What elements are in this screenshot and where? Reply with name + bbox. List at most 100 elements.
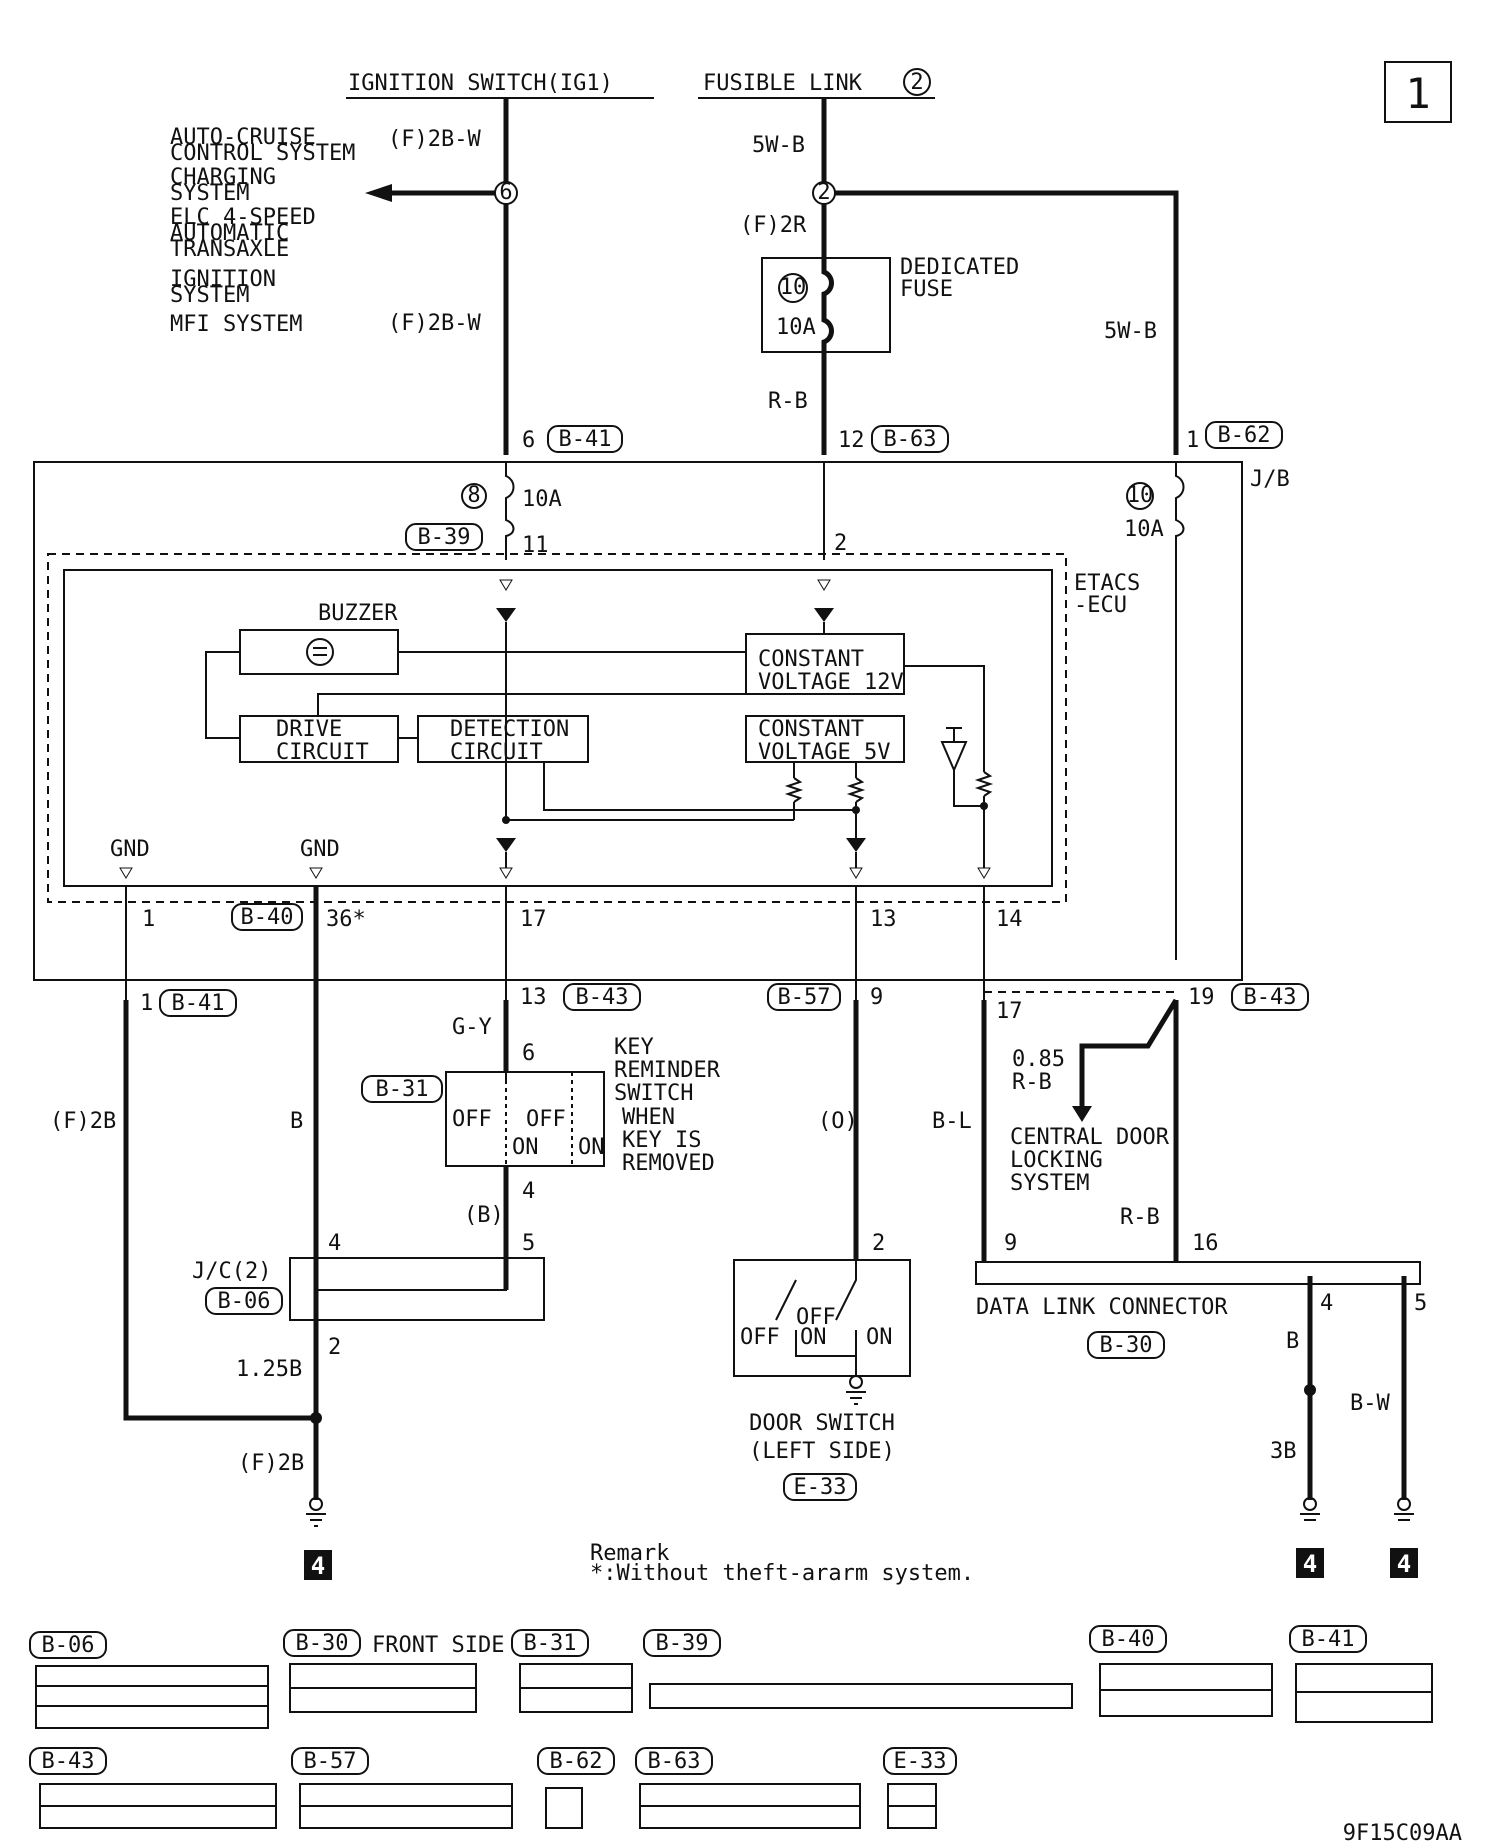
junction-block <box>33 461 1243 981</box>
conn-b06: B-06 <box>218 1289 271 1314</box>
conn-b43: B-43 <box>576 985 629 1010</box>
svg-text:12: 12 <box>838 428 865 453</box>
svg-text:1: 1 <box>140 991 153 1016</box>
svg-text:SYSTEM: SYSTEM <box>170 181 249 206</box>
page-number: 1 <box>1405 69 1430 118</box>
svg-text:2: 2 <box>834 531 847 556</box>
wire-5wb-top: 5W-B <box>752 133 805 158</box>
svg-text:ON: ON <box>800 1325 827 1350</box>
svg-text:4: 4 <box>1303 1550 1317 1578</box>
svg-text:ON: ON <box>866 1325 893 1350</box>
wire-gy: G-Y <box>452 1015 492 1040</box>
svg-text:4: 4 <box>328 1231 341 1256</box>
svg-text:4: 4 <box>522 1179 535 1204</box>
conn-b40: B-40 <box>241 905 294 930</box>
svg-text:OFF: OFF <box>796 1305 836 1330</box>
arrow-to-systems <box>365 184 392 202</box>
view-front-side: FRONT SIDE <box>372 1633 504 1658</box>
conn-b30: B-30 <box>1100 1333 1153 1358</box>
jc-label: J/C(2) <box>192 1259 271 1284</box>
svg-text:ELC 4-SPEED: ELC 4-SPEED <box>170 205 316 230</box>
buzzer-label: BUZZER <box>318 601 398 626</box>
view-b41: B-41 <box>1302 1627 1355 1652</box>
jb-label: J/B <box>1250 467 1290 492</box>
joint-connector <box>289 1257 545 1321</box>
etacs-label: ETACS <box>1074 571 1140 596</box>
dlc-label: DATA LINK CONNECTOR <box>976 1295 1228 1320</box>
dedicated-fuse-label: DEDICATED <box>900 255 1019 280</box>
conn-b41-top: B-41 <box>559 427 612 452</box>
connector-views: B-06 B-30 FRONT SIDE B-31 B-39 B-40 B-41… <box>29 1625 1433 1829</box>
ignition-switch-label: IGNITION SWITCH(IG1) <box>348 71 613 96</box>
wire-bl: B-L <box>932 1109 972 1134</box>
svg-text:SYSTEM: SYSTEM <box>170 283 249 308</box>
svg-text:10A: 10A <box>776 315 816 340</box>
view-b06: B-06 <box>42 1633 95 1658</box>
svg-text:13: 13 <box>870 907 897 932</box>
view-b30: B-30 <box>296 1631 349 1656</box>
view-b62: B-62 <box>550 1749 603 1774</box>
wire-o-paren: (O) <box>818 1109 858 1134</box>
svg-text:4: 4 <box>1397 1550 1411 1578</box>
svg-text:10A: 10A <box>522 487 562 512</box>
svg-text:2: 2 <box>872 1231 885 1256</box>
view-b57: B-57 <box>304 1749 357 1774</box>
wire-rb-low: R-B <box>1120 1205 1160 1230</box>
svg-text:2: 2 <box>817 180 830 205</box>
svg-text:OFF: OFF <box>452 1107 492 1132</box>
svg-text:CHARGING: CHARGING <box>170 165 276 190</box>
wire-f2bw-top: (F)2B-W <box>388 127 481 152</box>
door-switch-title: DOOR SWITCH <box>749 1411 895 1436</box>
key-reminder-switch <box>445 1071 605 1167</box>
view-b43: B-43 <box>42 1749 95 1774</box>
wire-b-paren: (B) <box>464 1203 504 1228</box>
svg-text:6: 6 <box>522 428 535 453</box>
svg-text:1: 1 <box>1186 428 1199 453</box>
wire-125b: 1.25B <box>236 1357 302 1382</box>
wire-f2bw-mid: (F)2B-W <box>388 311 481 336</box>
constant-voltage-5v-box <box>745 715 905 763</box>
svg-text:-ECU: -ECU <box>1074 593 1127 618</box>
wire-to-b62 <box>835 190 1179 455</box>
ground-symbol-left <box>306 1497 326 1527</box>
svg-text:5: 5 <box>522 1231 535 1256</box>
svg-text:9: 9 <box>1004 1231 1017 1256</box>
svg-text:17: 17 <box>520 907 547 932</box>
view-e33: E-33 <box>894 1749 947 1774</box>
door-switch-side: (LEFT SIDE) <box>749 1439 895 1464</box>
svg-text:ON: ON <box>512 1135 539 1160</box>
data-link-connector <box>975 1261 1421 1285</box>
svg-text:2: 2 <box>328 1335 341 1360</box>
svg-text:10: 10 <box>780 275 807 300</box>
wire-b-dlc: B <box>1286 1329 1299 1354</box>
wire-b-gnd: B <box>290 1109 303 1134</box>
conn-b63-top: B-63 <box>884 427 937 452</box>
svg-text:36*: 36* <box>326 907 366 932</box>
gnd-label-1: GND <box>110 837 150 862</box>
svg-text:16: 16 <box>1192 1231 1219 1256</box>
svg-text:4: 4 <box>1320 1291 1333 1316</box>
svg-text:AUTO-CRUISE: AUTO-CRUISE <box>170 125 316 150</box>
remark-title: Remark <box>590 1541 669 1566</box>
wire-f2r: (F)2R <box>740 213 807 238</box>
svg-text:17: 17 <box>996 999 1023 1024</box>
etacs-ecu-boundary <box>47 553 1067 903</box>
svg-text:OFF: OFF <box>526 1107 566 1132</box>
view-b39: B-39 <box>656 1631 709 1656</box>
conn-b31: B-31 <box>376 1077 429 1102</box>
wire-bw-dlc: B-W <box>1350 1391 1390 1416</box>
svg-text:9: 9 <box>870 985 883 1010</box>
wire-5wb-right: 5W-B <box>1104 319 1157 344</box>
wire-rb-top: R-B <box>768 389 808 414</box>
conn-b39: B-39 <box>418 525 471 550</box>
svg-text:4: 4 <box>311 1552 325 1580</box>
ground-tag-left <box>304 1550 332 1580</box>
svg-text:AUTOMATIC: AUTOMATIC <box>170 221 289 246</box>
svg-text:ON: ON <box>578 1135 605 1160</box>
connected-systems-list: AUTO-CRUISE CONTROL SYSTEM CHARGING SYST… <box>170 125 355 337</box>
